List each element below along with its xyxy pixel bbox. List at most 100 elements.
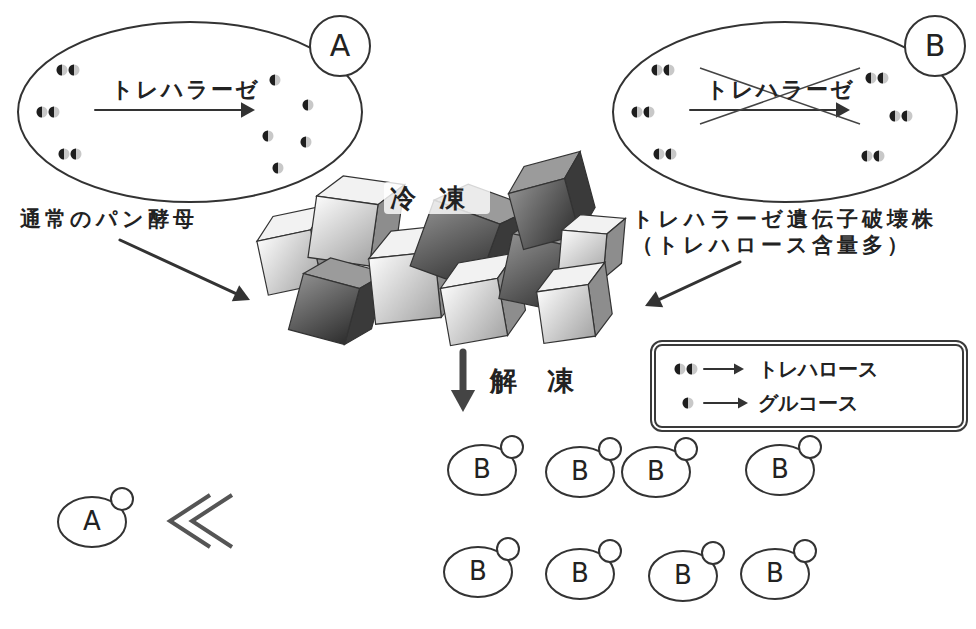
yeast-cell: B — [618, 434, 710, 504]
enzyme-arrow — [95, 102, 255, 117]
freeze-label: 冷凍 — [384, 182, 491, 215]
enzyme-arrow-shaft — [95, 109, 241, 111]
glucose-dot-dark — [263, 131, 269, 142]
cell-letter: B — [571, 457, 589, 487]
trehalose-dot-light — [37, 107, 48, 118]
legend-text: トレハロース — [758, 356, 878, 383]
trehalose-dot-dark — [644, 107, 650, 118]
ice-cube — [534, 262, 615, 343]
trehalose-dot-light — [687, 364, 698, 375]
trehalose-dot-dark — [666, 149, 672, 160]
cell-bud — [497, 538, 519, 560]
thaw-arrow — [451, 352, 475, 412]
enzyme-arrow — [690, 102, 850, 117]
cell-bud — [310, 16, 370, 76]
trehalose-dot-light — [652, 65, 663, 76]
trehalose-dot-light — [644, 107, 655, 118]
yeast-cell: A — [54, 484, 146, 554]
trehalose-dot-light — [71, 149, 82, 160]
thaw-arrow-shaft — [460, 352, 467, 390]
trehalose-dot-dark — [874, 151, 880, 162]
cell-letter: B — [674, 561, 692, 591]
cell-bud — [675, 438, 697, 460]
cell-letter: A — [330, 29, 351, 64]
legend-arrow-shaft — [704, 368, 734, 370]
trehalose-dot-dark — [59, 149, 65, 160]
trehalose-dot-light — [664, 65, 675, 76]
trehalose-dot-dark — [632, 107, 638, 118]
trehalose-dot-light — [59, 149, 70, 160]
trehalose-dot-light — [49, 107, 60, 118]
yeast-cell: B — [440, 534, 532, 604]
cell-outline — [10, 10, 375, 205]
trehalose-dot-dark — [57, 65, 62, 76]
trehalose-dot-light — [874, 151, 885, 162]
cell-letter: B — [771, 455, 789, 485]
cell-letter: B — [647, 457, 665, 487]
glucose-dot-light — [301, 137, 312, 148]
enzyme-arrow-head — [836, 102, 850, 117]
cross-line — [700, 68, 860, 124]
yeast-cell: B — [542, 434, 634, 504]
arrow — [120, 240, 250, 301]
enzyme-label: トレハラーゼ — [706, 77, 855, 102]
chevron — [192, 495, 232, 547]
enzyme-label: トレハラーゼ — [111, 77, 260, 102]
cell-outline — [605, 10, 970, 205]
cell-bud — [799, 436, 821, 458]
ice-cube-front — [288, 273, 359, 344]
trehalose-dot-dark — [866, 73, 872, 84]
arrow — [645, 262, 740, 307]
cell-bud — [111, 488, 133, 510]
yeast-cell: B — [645, 538, 737, 608]
legend-sample — [670, 356, 754, 382]
cell-letter: B — [925, 29, 946, 64]
trehalose-dot-dark — [49, 107, 55, 118]
trehalose-dot-dark — [687, 364, 693, 375]
cell-letter: B — [571, 559, 589, 589]
arrow-shaft — [120, 240, 235, 293]
sugar-dots — [37, 65, 314, 174]
ice-cubes — [253, 151, 626, 350]
cell-letter: B — [473, 455, 491, 485]
cell-letter: B — [766, 559, 784, 589]
ice-cube-front — [440, 278, 507, 345]
cross-out — [700, 68, 860, 124]
trehalose-dot-dark — [664, 65, 670, 76]
strain-label: 通常のパン酵母 — [20, 206, 198, 232]
trehalose-dot-dark — [654, 149, 660, 160]
thaw-label: 解凍 — [490, 364, 603, 398]
trehalose-dot-light — [890, 111, 901, 122]
glucose-dot-light — [273, 163, 284, 174]
glucose-dot-dark — [270, 75, 276, 86]
cell-bud — [501, 436, 523, 458]
enzyme-arrow-head — [241, 102, 255, 117]
ice-cube-front — [308, 196, 378, 266]
trehalose-dot-dark — [37, 107, 43, 118]
comparison-chevrons — [170, 495, 232, 547]
trehalose-dot-light — [632, 107, 643, 118]
legend-arrow-head — [738, 398, 748, 409]
glucose-dot-dark — [273, 163, 278, 174]
glucose-dot-light — [263, 131, 274, 142]
trehalose-dot-dark — [71, 149, 77, 160]
enzyme-arrow-shaft — [690, 109, 836, 111]
strain-label: トレハラーゼ遺伝子破壊株 （トレハロース含量多） — [632, 206, 954, 259]
glucose-dot-light — [270, 75, 281, 86]
legend-row: グルコース — [670, 386, 948, 420]
legend-arrow-shaft — [704, 402, 738, 404]
glucose-dot-dark — [301, 137, 307, 148]
arrow-head — [232, 285, 250, 301]
yeast-cell: B トレハラーゼ — [605, 10, 970, 205]
glucose-dot-dark — [303, 100, 309, 111]
trehalose-dot-dark — [652, 65, 658, 76]
arrow-head — [645, 291, 663, 307]
trehalose-dot-dark — [862, 151, 868, 162]
ice-cube-front — [537, 285, 596, 344]
yeast-cell: B — [742, 432, 834, 502]
trehalose-dot-light — [69, 65, 80, 76]
trehalose-dot-light — [862, 151, 873, 162]
legend-arrow-head — [734, 364, 744, 375]
trehalose-dot-light — [878, 73, 889, 84]
